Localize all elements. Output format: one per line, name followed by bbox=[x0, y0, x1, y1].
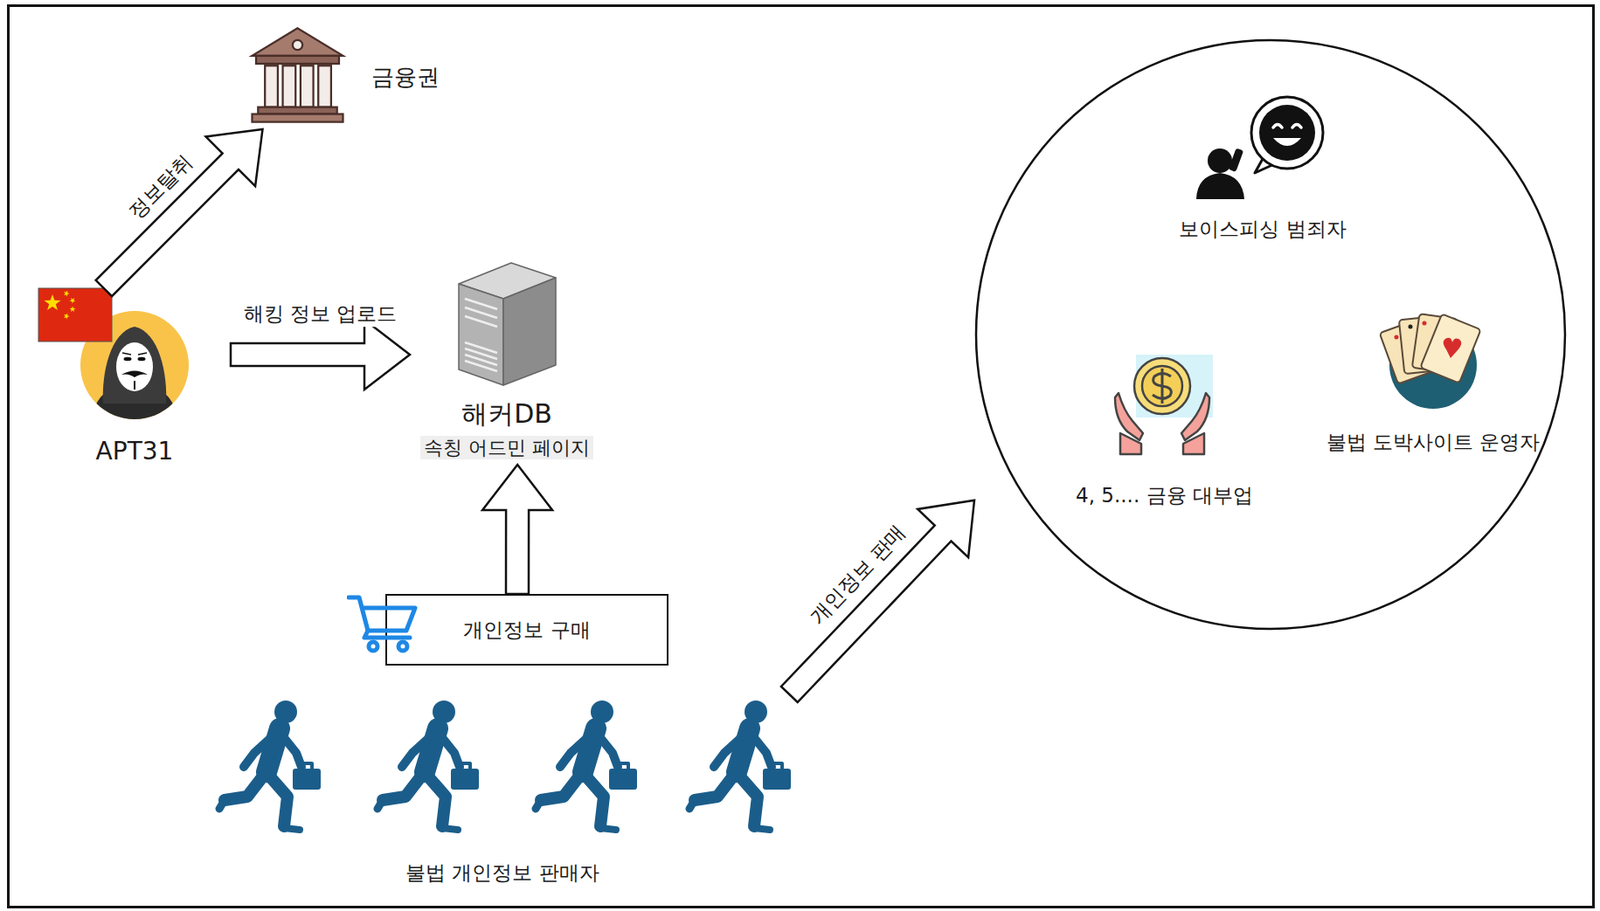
bank-icon-part bbox=[257, 107, 337, 115]
cards-icon-part bbox=[1422, 321, 1427, 326]
cards-icon bbox=[1379, 313, 1482, 409]
node-sublabel: 속칭 어드민 페이지 bbox=[420, 436, 594, 461]
node-label: 금융권 bbox=[371, 62, 440, 92]
bank-icon bbox=[252, 27, 344, 122]
buyer-node: 보이스피싱 범죄자 bbox=[1162, 87, 1364, 250]
china-flag-part bbox=[69, 305, 77, 312]
block-arrow bbox=[482, 464, 553, 595]
block-arrow bbox=[96, 129, 264, 297]
phishing-icon-part bbox=[1196, 173, 1245, 200]
cards-icon-part bbox=[1408, 325, 1413, 330]
cards-icon-part bbox=[1443, 338, 1462, 359]
china-flag-part bbox=[63, 290, 70, 298]
buyer-node: 불법 도박사이트 운영자 bbox=[1316, 305, 1552, 459]
buyer-node: 4, 5.... 금융 대부업 bbox=[1065, 349, 1264, 516]
china-flag-part bbox=[69, 297, 77, 305]
server-icon-part bbox=[464, 298, 498, 372]
china-flag-part bbox=[44, 294, 62, 311]
cart-icon-part bbox=[348, 597, 416, 652]
hacker-avatar-part-part bbox=[138, 357, 146, 361]
bank-icon-part bbox=[256, 55, 340, 64]
bank-icon-part bbox=[300, 65, 314, 107]
node-label: 불법 도박사이트 운영자 bbox=[1326, 429, 1541, 456]
seller-figures-part bbox=[689, 700, 791, 831]
server-icon-part bbox=[503, 277, 556, 386]
bank-icon-part bbox=[252, 114, 344, 123]
node-label: APT31 bbox=[96, 436, 174, 467]
phishing-icon bbox=[1196, 96, 1323, 200]
process-box: 개인정보 구매 bbox=[385, 594, 669, 666]
buyer-circle: 보이스피싱 범죄자 4, 5.... 금융 대부업 불법 도박사이트 운영자 bbox=[974, 38, 1567, 631]
edge-label: 정보탈취 bbox=[122, 147, 201, 226]
phishing-icon-part bbox=[1259, 104, 1316, 161]
lending-icon-part bbox=[1183, 433, 1205, 455]
node-label: 불법 개인정보 판매자 bbox=[405, 860, 600, 887]
seller-figures-part bbox=[219, 700, 321, 831]
lending-icon-part bbox=[1142, 366, 1183, 407]
bank-icon-part bbox=[318, 65, 332, 107]
lending-icon bbox=[1115, 354, 1213, 455]
bank-icon-part bbox=[292, 40, 303, 50]
hacker-avatar-part-part bbox=[116, 342, 153, 392]
cards-icon-part bbox=[1419, 313, 1481, 383]
cart-icon-part-part bbox=[364, 630, 410, 638]
cart-icon bbox=[346, 592, 421, 656]
bank-node: 금융권 bbox=[242, 24, 462, 130]
cart-icon-part-part bbox=[368, 642, 378, 652]
node-label: 4, 5.... 금융 대부업 bbox=[1075, 483, 1254, 509]
lending-icon-part bbox=[1120, 433, 1142, 455]
circle-outline bbox=[974, 38, 1567, 631]
hacker-avatar-part-part bbox=[133, 380, 136, 390]
database-node: 해커DB 속칭 어드민 페이지 bbox=[409, 258, 604, 465]
phishing-icon-part bbox=[1228, 147, 1244, 173]
block-arrow bbox=[230, 319, 410, 390]
phishing-icon-part bbox=[1273, 124, 1302, 129]
server-icon bbox=[458, 263, 556, 386]
seller-figures-part bbox=[377, 700, 479, 831]
bank-icon-part bbox=[252, 27, 344, 56]
china-flag bbox=[38, 288, 112, 342]
phishing-icon-part bbox=[1207, 148, 1233, 174]
phishing-icon-part bbox=[1273, 138, 1302, 146]
node-label: 보이스피싱 범죄자 bbox=[1178, 216, 1346, 243]
edge-label: 해킹 정보 업로드 bbox=[241, 302, 401, 327]
cart-icon-part-part bbox=[348, 597, 416, 631]
phishing-icon-part bbox=[1251, 96, 1323, 169]
seller-node: 불법 개인정보 판매자 bbox=[209, 694, 796, 892]
lending-icon-part bbox=[1134, 358, 1191, 415]
seller-figures bbox=[219, 700, 791, 831]
edge-label: 개인정보 판매 bbox=[803, 518, 912, 631]
hacker-avatar-part-part bbox=[122, 353, 147, 355]
hacker-avatar-part-part bbox=[121, 371, 148, 379]
cards-icon-part bbox=[1394, 335, 1400, 340]
actor-node: APT31 bbox=[38, 288, 231, 472]
bank-icon-part bbox=[283, 65, 297, 107]
china-flag-part bbox=[63, 313, 70, 320]
server-icon-part bbox=[458, 283, 504, 386]
node-label: 개인정보 구매 bbox=[463, 617, 590, 644]
hacker-avatar-part-part bbox=[124, 357, 132, 361]
bank-icon-part bbox=[264, 65, 278, 107]
lending-icon-part bbox=[1152, 368, 1171, 404]
cart-icon-part-part bbox=[398, 642, 408, 652]
hacker-avatar-part-part bbox=[103, 326, 167, 404]
circle-outline bbox=[976, 40, 1566, 630]
block-arrow bbox=[781, 500, 975, 703]
china-flag-part bbox=[38, 288, 112, 342]
seller-figures-part bbox=[535, 700, 638, 831]
node-label: 해커DB bbox=[461, 397, 553, 431]
